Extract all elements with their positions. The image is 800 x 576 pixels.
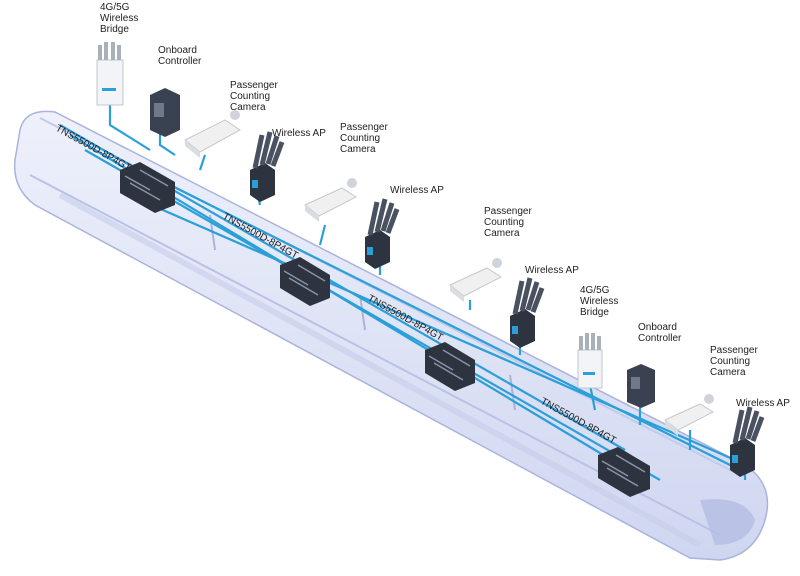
- camera-3-label-line: Counting: [484, 217, 525, 228]
- controller-2-label-line: Onboard: [638, 322, 677, 333]
- camera-4-label-line: Camera: [710, 367, 746, 378]
- camera-3-label-line: Camera: [484, 228, 520, 239]
- camera-3-label: Passenger Counting Camera: [484, 206, 532, 239]
- bridge-1-label-line: Bridge: [100, 24, 129, 35]
- bridge-1-label-line: 4G/5G: [100, 2, 130, 13]
- ap-4-label: Wireless AP: [736, 398, 790, 409]
- camera-2-device: [304, 178, 358, 222]
- camera-2-label-line: Counting: [340, 133, 381, 144]
- bridge-1-label: 4G/5G Wireless Bridge: [100, 2, 138, 35]
- switch-2: [280, 257, 330, 306]
- camera-2-label-line: Camera: [340, 144, 376, 155]
- network-lines: [59, 95, 747, 481]
- camera-3-label-line: Passenger: [484, 206, 532, 217]
- camera-3-device: [449, 258, 503, 302]
- camera-4-device: [664, 394, 715, 436]
- switch-4: [598, 447, 650, 497]
- camera-1-label: Passenger Counting Camera: [230, 80, 278, 113]
- switch-1: [120, 162, 175, 213]
- camera-1-label-line: Passenger: [230, 80, 278, 91]
- controller-2-label: Onboard Controller: [638, 322, 681, 344]
- camera-1-label-line: Counting: [230, 91, 271, 102]
- ap-2-label: Wireless AP: [390, 185, 444, 196]
- ap-3-device: [510, 277, 545, 348]
- camera-2-label: Passenger Counting Camera: [340, 122, 388, 155]
- controller-1-device: [150, 88, 180, 137]
- bridge-2-label-line: 4G/5G: [580, 285, 610, 296]
- ap-1-label: Wireless AP: [272, 128, 326, 139]
- camera-4-label: Passenger Counting Camera: [710, 345, 758, 378]
- bridge-2-label-line: Wireless: [580, 296, 619, 307]
- bridge-2-label: 4G/5G Wireless Bridge: [580, 285, 618, 318]
- bridge-1-label-line: Wireless: [100, 13, 139, 24]
- bridge-1-device: [96, 42, 124, 106]
- ap-1-device: [250, 131, 285, 202]
- ap-4-device: [730, 406, 765, 477]
- controller-2-label-line: Controller: [638, 333, 682, 344]
- camera-1-device: [184, 110, 241, 158]
- camera-4-label-line: Passenger: [710, 345, 758, 356]
- controller-1-label: Onboard Controller: [158, 45, 201, 67]
- bridge-2-label-line: Bridge: [580, 307, 609, 318]
- camera-1-label-line: Camera: [230, 102, 266, 113]
- camera-4-label-line: Counting: [710, 356, 751, 367]
- ap-3-label: Wireless AP: [525, 265, 579, 276]
- controller-1-label-line: Onboard: [158, 45, 197, 56]
- bridge-2-device: [577, 333, 603, 389]
- controller-2-device: [627, 364, 655, 408]
- ap-2-device: [365, 198, 400, 269]
- switch-3: [425, 342, 475, 391]
- controller-1-label-line: Controller: [158, 56, 202, 67]
- camera-2-label-line: Passenger: [340, 122, 388, 133]
